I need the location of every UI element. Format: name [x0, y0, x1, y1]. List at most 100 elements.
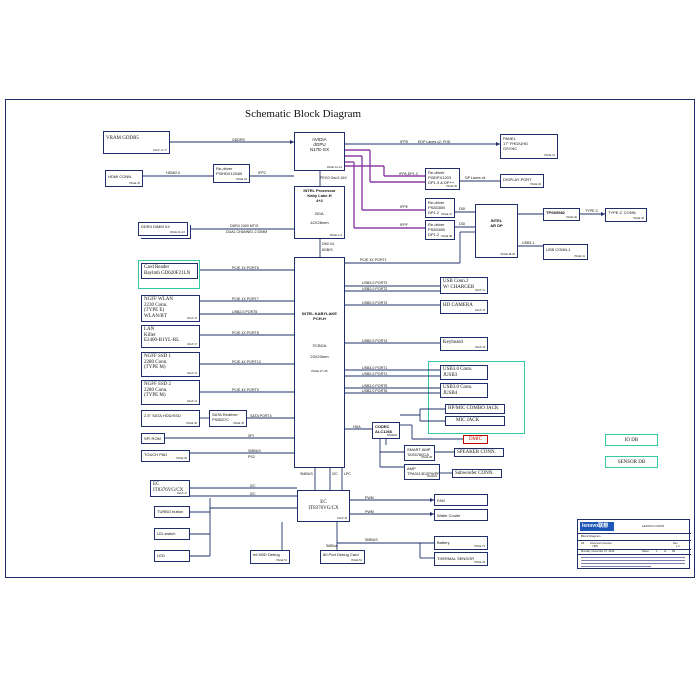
sig-lpc-v: LPC	[344, 472, 351, 476]
sig-sata-port4: SATA PORT4	[250, 414, 272, 418]
title-block-logo-text: lenovo联想	[582, 523, 609, 529]
title-block-model: Y920	[592, 545, 599, 548]
sig-ddr4-2: DUAL CHANNEL 2 DIMM	[226, 230, 268, 234]
title-block-company: LENOVO CRON	[642, 524, 665, 528]
sig-usb20-port4: USB2.0 PORT4	[362, 339, 388, 343]
title-block-logo	[580, 522, 614, 531]
title-block-sheet-val: 1	[656, 550, 658, 553]
intel-ar-dp-block: INTEL AR DP PAGE 38-39	[475, 204, 518, 258]
sig-usb20-port5: USB2.0 PORT5	[232, 310, 258, 314]
sig-pcie4-port9: PCIE 4X PORT9	[232, 388, 259, 392]
ddr4-dimm-block: DDR4 DIMM X4 PAGE 10~16	[138, 222, 188, 236]
sig-i2c2: I2C	[250, 492, 256, 496]
usb30-jusb3-block: USB3.0 Conn.JUSB3	[440, 365, 488, 380]
thermal-sensor-block: THERMAL SENSOR PAGE 49	[434, 552, 488, 566]
io-db-block: IO DB	[605, 434, 658, 446]
spi-rom-block: SPI ROM	[141, 433, 165, 444]
fan-block: FAN	[434, 494, 488, 506]
sig-gddr5: GDDR5	[232, 138, 245, 142]
sig-smbus-ec: SMBus	[326, 544, 338, 548]
sig-pcie1-port8: PCIE 1X PORT8	[232, 331, 259, 335]
sig-ps2-tp: PS2	[248, 455, 255, 459]
subwoofer-conn-block: Subwoofer CONN.	[452, 469, 502, 478]
sig-spi: SPI	[248, 434, 254, 438]
sig-usb20-port1: USB2.0 PORT1	[362, 372, 388, 376]
sig-usb30-port1: USB3.0 PORT1	[362, 366, 388, 370]
usb-conn1-block: USB CONN.1 PAGE 41	[543, 244, 588, 260]
sig-pcie4-port1: PCIE 4X PORT1	[360, 258, 387, 262]
turbo-button-block: TURBO button	[154, 506, 190, 518]
sig-hdmi2: HDMI2.0	[166, 171, 181, 175]
io-db-highlight	[428, 361, 525, 434]
sig-usb31: USB3.1	[522, 241, 535, 245]
sig-usb30-port3: USB3.0 PORT3	[362, 281, 388, 285]
sig-i2c1: I2C	[250, 484, 256, 488]
hd-camera-block: HD CAMERA PAGE 36	[440, 300, 488, 314]
sig-pcie-gen3: PEG0 Gen3 16X	[320, 176, 347, 180]
sig-pwm2: PWM	[365, 510, 374, 514]
title-block-notice-line4	[581, 566, 651, 567]
card-reader-block: Card Reader Baylmh GD620F21LN	[141, 263, 198, 279]
sensor-db-block: SENSOR DB	[605, 456, 658, 468]
mic-jack-block: MIC JACK	[445, 416, 505, 426]
title-block-sheet: Sheet	[642, 550, 649, 553]
sig-pcie1-port6: PCIE 1X PORT6	[232, 266, 259, 270]
title-block-doc-number: Document Number	[590, 542, 612, 545]
title-block-rev-val: 1.0	[676, 545, 680, 548]
int-kbd-debug-block: Int KBD Debug PAGE 51	[250, 550, 290, 564]
sig-usb20-port6: USB2.0 PORT6	[362, 389, 388, 393]
port80-debug-block: 80 Port Debug Card PAGE 51	[320, 550, 365, 564]
title-block-notice-line1	[581, 557, 685, 558]
hp-mic-combo-block: HP/MIC COMBO JACK	[445, 404, 505, 414]
water-cooler-block: Water Cooler	[434, 509, 488, 521]
led-block: LED	[154, 550, 190, 562]
pch-block: INTEL KABYLAKE PCH-H FCBGA 23X23mm PAGE …	[294, 257, 345, 468]
sig-ddi2: DDI	[459, 222, 466, 226]
sig-pwm1: PWM	[365, 496, 374, 500]
title-block-notice-line2	[581, 560, 685, 561]
title-block: lenovo联想 LENOVO CRON Block Diagram A3 Do…	[577, 519, 691, 569]
speaker-conn-block: SPEAKER CONN.	[454, 448, 504, 457]
sig-smbus-v: SMBUS	[300, 472, 313, 476]
title-block-of-val: 99	[672, 550, 675, 553]
sig-pcie4-port13: PCIE 4X PORT13	[232, 360, 261, 364]
title-block-date: Monday, November 07, 2016	[581, 550, 615, 553]
dmic-block: DMIC	[463, 435, 488, 444]
sig-ifpa: IFPA,DP1.3	[399, 172, 418, 176]
sig-ddr4-1: DDR4 2400 MT/S	[230, 224, 259, 228]
sig-usb20-port2: USB2.0 PORT2	[362, 287, 388, 291]
ec-small-block: EC IT8376VG/CX PAGE 47	[150, 480, 190, 497]
sig-smbus-batt: SMBUS	[365, 538, 378, 542]
title-block-doc-title: Block Diagram	[581, 534, 601, 538]
lid-switch-block: LID switch	[154, 528, 190, 540]
diagram-title: Schematic Block Diagram	[245, 108, 362, 120]
title-block-rev: Rev	[673, 542, 678, 545]
hdmi-conn-block: HDMI CONN. PAGE 33	[105, 170, 143, 187]
sig-pcie1-port7: PCIE 1X PORT7	[232, 297, 259, 301]
title-block-notice-line3	[581, 563, 685, 564]
usb30-jusb4-block: USB3.0 Conn.JUSB4	[440, 383, 488, 398]
sig-dmi2: 8GB/S	[322, 248, 333, 252]
touch-pad-block: TOUCH PAD PAGE 46	[141, 450, 190, 462]
sig-ifpf: IFPF	[400, 223, 408, 227]
gpu-block: nVIDIA dGPU N17E-GX PAGE 12~13	[294, 132, 345, 171]
sig-ifpe: IFPE	[400, 205, 408, 209]
keyboard-block: Keyboard PAGE 48	[440, 337, 488, 351]
sig-edp: EDP Lanes x2, FHD	[418, 140, 451, 144]
ec-block: EC IT8376VG/CX PAGE 49	[297, 490, 350, 522]
sig-usb30-port5: USB3.0 PORT5	[362, 384, 388, 388]
sig-smbus-tp: SMBUS	[248, 449, 261, 453]
